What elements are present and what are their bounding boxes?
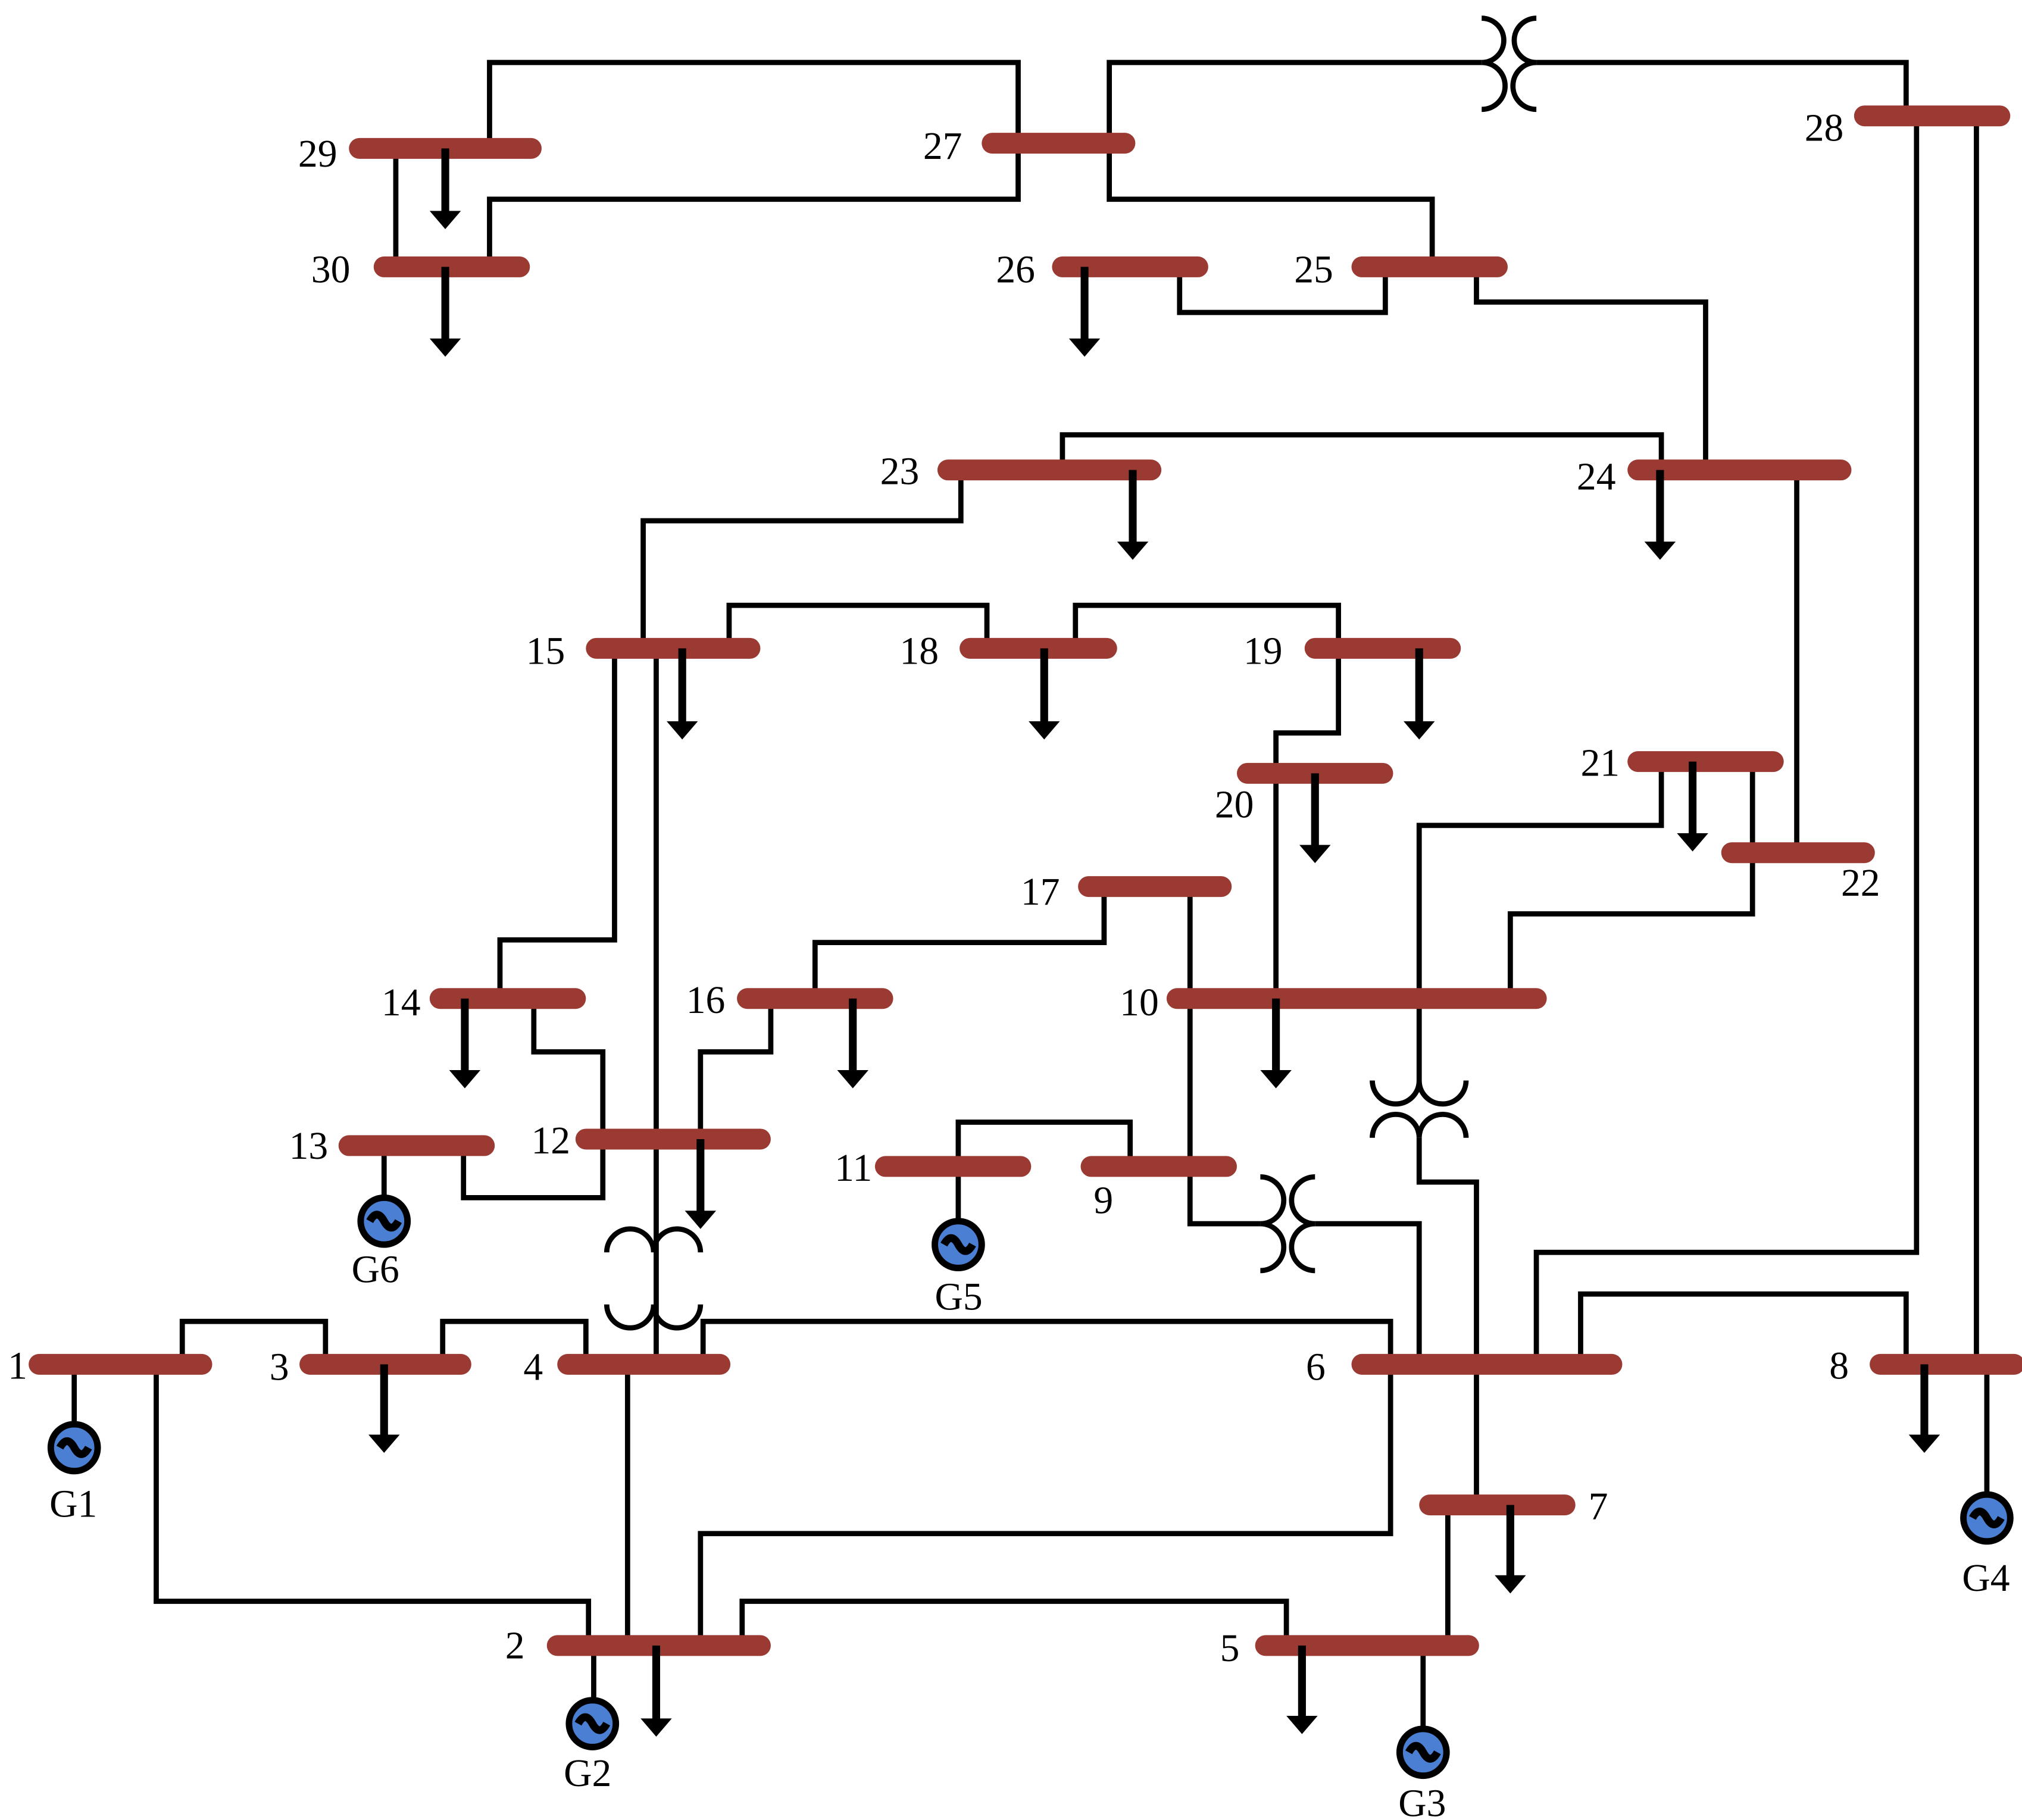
- line-6-7: [1416, 1137, 1479, 1505]
- load-bus-3-arrow: [368, 1364, 400, 1453]
- line-23-24: [1060, 432, 1664, 470]
- bus-label-13: 13: [289, 1125, 329, 1168]
- load-bus-5-arrow: [1286, 1645, 1318, 1734]
- line-10-17: [812, 886, 1107, 999]
- transformer-4-12: [604, 1226, 704, 1331]
- line-2-6: [698, 1364, 1393, 1646]
- load-bus-30-arrow: [429, 267, 461, 357]
- bus-label-25: 25: [1294, 249, 1333, 292]
- line-28-trafo: [1536, 60, 1909, 116]
- bus-label-7: 7: [1589, 1486, 1608, 1528]
- line-25-26: [1177, 267, 1388, 315]
- bus-label-5: 5: [1220, 1627, 1240, 1670]
- bus-label-23: 23: [880, 451, 920, 493]
- bus-label-24: 24: [1577, 455, 1616, 498]
- load-bus-2-arrow: [640, 1645, 672, 1737]
- transformer-27-28: [1482, 15, 1537, 112]
- generator-label-g3: G3: [1398, 1782, 1446, 1820]
- bus-label-26: 26: [996, 249, 1035, 292]
- bus-label-21: 21: [1580, 742, 1620, 785]
- line-27-30: [487, 143, 1021, 267]
- line-3-4: [440, 1318, 589, 1365]
- load-bus-14-arrow: [449, 998, 481, 1089]
- bus-label-6: 6: [1306, 1346, 1326, 1389]
- line-6-8: [1578, 1291, 1909, 1365]
- load-bus-15-arrow: [666, 648, 698, 740]
- load-bus-26-arrow: [1068, 267, 1101, 357]
- line-6-9: [1315, 1221, 1422, 1365]
- bus-label-14: 14: [382, 981, 421, 1024]
- generators: [47, 1194, 2014, 1780]
- line-1-3: [179, 1318, 329, 1365]
- bus-label-17: 17: [1021, 871, 1060, 914]
- generator-label-g4: G4: [1962, 1557, 2010, 1600]
- line-12-14: [461, 998, 606, 1200]
- line-15-18: [726, 602, 990, 649]
- line-9-11: [955, 1119, 1133, 1167]
- load-bus-19-arrow: [1403, 648, 1435, 740]
- bus-label-18: 18: [899, 630, 939, 673]
- generator-label-g2: G2: [564, 1752, 611, 1795]
- bus-label-8: 8: [1829, 1344, 1849, 1387]
- generator-g1-icon: [47, 1421, 101, 1475]
- load-bus-18-arrow: [1029, 648, 1060, 740]
- bus-label-27: 27: [923, 125, 962, 168]
- bus-label-3: 3: [270, 1346, 289, 1389]
- load-bus-23-arrow: [1117, 470, 1149, 560]
- line-12-16: [698, 998, 774, 1146]
- bus-label-19: 19: [1243, 630, 1283, 673]
- bus-label-2: 2: [505, 1625, 525, 1668]
- line-1-2: [154, 1364, 592, 1646]
- bus-label-28: 28: [1805, 107, 1844, 149]
- load-bus-16-arrow: [837, 998, 868, 1089]
- line-25-27: [1107, 143, 1435, 267]
- bus-label-22: 22: [1841, 862, 1880, 905]
- transmission-lines: [71, 60, 1990, 1729]
- bus-label-11: 11: [835, 1147, 872, 1190]
- bus-label-4: 4: [523, 1346, 543, 1389]
- line-2-5: [739, 1599, 1289, 1646]
- line-27-29: [487, 60, 1021, 149]
- bus-label-29: 29: [298, 133, 337, 176]
- load-bus-21-arrow: [1677, 761, 1708, 852]
- line-6-10-upper: [1416, 761, 1664, 1081]
- bus-label-16: 16: [686, 979, 726, 1022]
- bus-label-1: 1: [8, 1344, 27, 1387]
- load-bus-8-arrow: [1908, 1364, 1940, 1453]
- load-bus-20-arrow: [1299, 773, 1331, 864]
- generator-g4-icon: [1960, 1491, 2014, 1545]
- generator-labels: G1 G2 G3 G4 G5 G6: [49, 1249, 2010, 1820]
- load-bus-7-arrow: [1495, 1505, 1526, 1594]
- bus-label-15: 15: [526, 630, 565, 673]
- line-24-25: [1474, 267, 1708, 470]
- load-bus-24-arrow: [1644, 470, 1676, 560]
- generator-g5-icon: [932, 1218, 985, 1271]
- line-6-28: [1533, 115, 1920, 1365]
- bus-label-9: 9: [1093, 1180, 1113, 1222]
- line-27-28: [1107, 60, 1482, 143]
- generator-g3-icon: [1396, 1725, 1450, 1780]
- generator-g2-icon: [565, 1697, 620, 1750]
- transformer-6-10: [1370, 1080, 1469, 1138]
- line-4-6: [700, 1318, 1393, 1365]
- load-bus-29-arrow: [429, 148, 461, 230]
- load-bus-10-arrow: [1260, 998, 1292, 1089]
- generator-label-g5: G5: [935, 1276, 983, 1319]
- bus-labels: 1 2 3 4 5 6 7 8 9 10 11 12 13 14 15 16 1…: [8, 107, 1880, 1670]
- loads: [368, 148, 1940, 1737]
- bus-label-10: 10: [1120, 981, 1159, 1024]
- load-bus-12-arrow: [685, 1139, 717, 1229]
- line-15-23: [640, 470, 964, 649]
- bus-label-12: 12: [531, 1119, 570, 1162]
- line-10-21: [1507, 761, 1755, 999]
- bus-label-20: 20: [1215, 784, 1254, 827]
- generator-g6-icon: [357, 1194, 411, 1248]
- generator-label-g6: G6: [352, 1249, 399, 1291]
- transformer-6-9: [1260, 1174, 1315, 1274]
- line-14-15: [497, 648, 617, 999]
- line-10-19: [1073, 602, 1342, 999]
- bus-label-30: 30: [311, 249, 351, 292]
- generator-label-g1: G1: [49, 1483, 97, 1525]
